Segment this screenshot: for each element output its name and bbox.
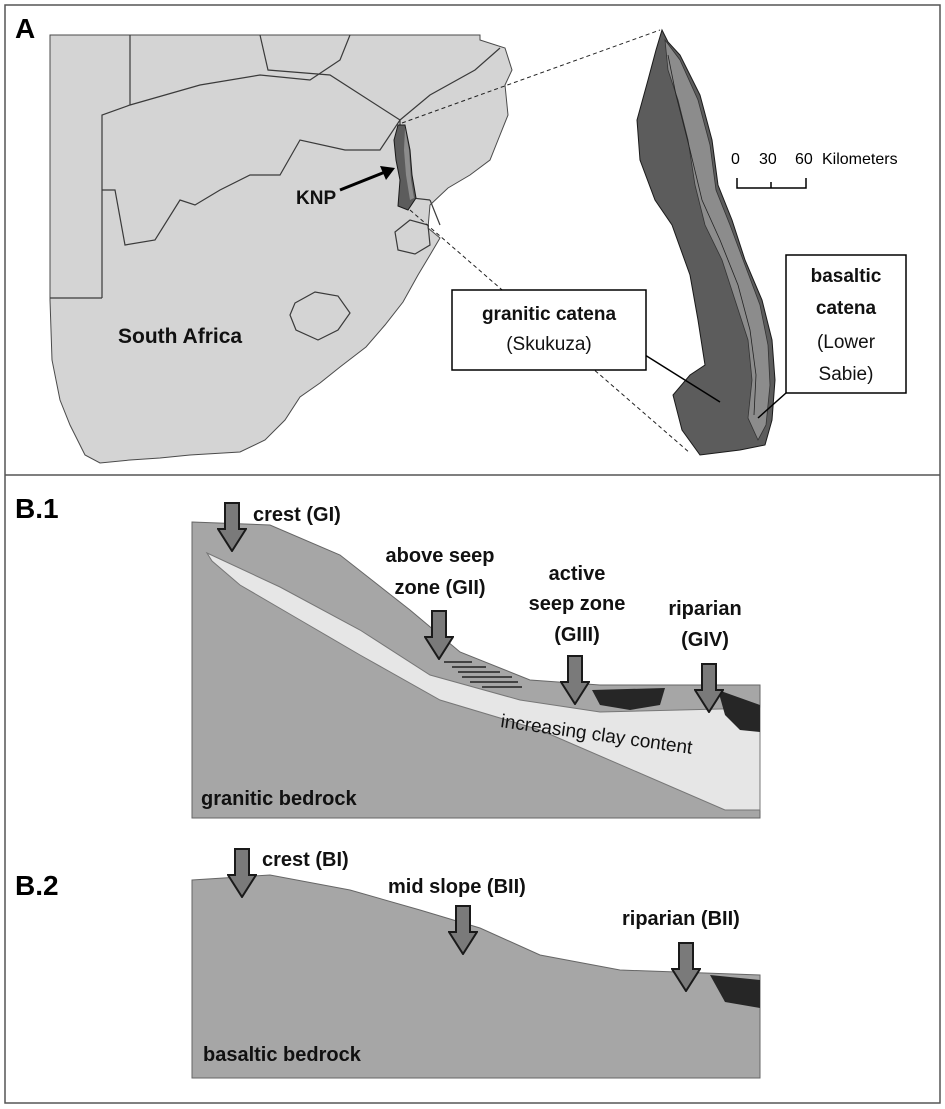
panel-a: KNP South Africa 0 30 60 Kilometers gran… [15,13,907,464]
scale-bar: 0 30 60 Kilometers [731,151,898,189]
granitic-bedrock-label: granitic bedrock [201,788,357,810]
panel-b2: B.2 crest (BI) mid slope (BII) riparian … [15,848,761,1079]
scale-tick-30: 30 [759,151,777,168]
active-seep-label-1: active [549,563,606,585]
active-seep-dark-soil [592,688,665,710]
panel-a-label: A [15,13,35,44]
panel-b1: B.1 crest (GI) above seep zone (GII) act… [15,493,761,819]
knp-enlarged-basalt-strip [664,38,771,441]
knp-arrow-line [339,170,386,192]
crest-gi-label: crest (GI) [253,504,341,526]
basaltic-bedrock-label: basaltic bedrock [203,1044,362,1066]
active-seep-label-2: seep zone [529,593,626,615]
basaltic-catena-callout: basaltic catena (Lower Sabie) [757,254,907,419]
country-label: South Africa [118,325,242,348]
scale-unit: Kilometers [822,151,898,168]
scale-tick-0: 0 [731,151,740,168]
panel-b2-label: B.2 [15,870,59,901]
riparian-bii-label: riparian (BII) [622,908,740,930]
knp-enlarged-outline [636,28,776,456]
granitic-catena-callout: granitic catena (Skukuza) [451,289,721,403]
knp-inner-strip-small [404,128,414,200]
knp-label: KNP [296,188,336,209]
clay-layer [205,551,761,811]
basaltic-riparian-dark-soil [710,975,760,1008]
knp-arrow-head [380,166,395,180]
basaltic-catena-site-1: (Lower [817,332,876,353]
basaltic-soil-profile [191,874,761,1079]
panel-b1-label: B.1 [15,493,59,524]
above-seep-label-2: zone (GII) [394,577,485,599]
mid-slope-label: mid slope (BII) [388,876,526,898]
above-seep-label-1: above seep [386,545,495,567]
active-seep-label-3: (GIII) [554,624,600,646]
granitic-catena-title: granitic catena [482,304,617,325]
zoom-connector-top [401,29,661,124]
basaltic-catena-title-1: basaltic [811,266,882,287]
basaltic-catena-site-2: Sabie) [819,364,874,385]
scale-tick-60: 60 [795,151,813,168]
riparian-giv-label-1: riparian [668,598,741,620]
riparian-dark-soil [718,690,760,732]
knp-enlarged-inner-line [667,54,757,416]
seep-dashes [444,661,522,688]
riparian-giv-label-2: (GIV) [681,629,729,651]
basaltic-catena-title-2: catena [816,298,877,319]
granitic-catena-site: (Skukuza) [506,334,592,355]
crest-bi-label: crest (BI) [262,849,349,871]
